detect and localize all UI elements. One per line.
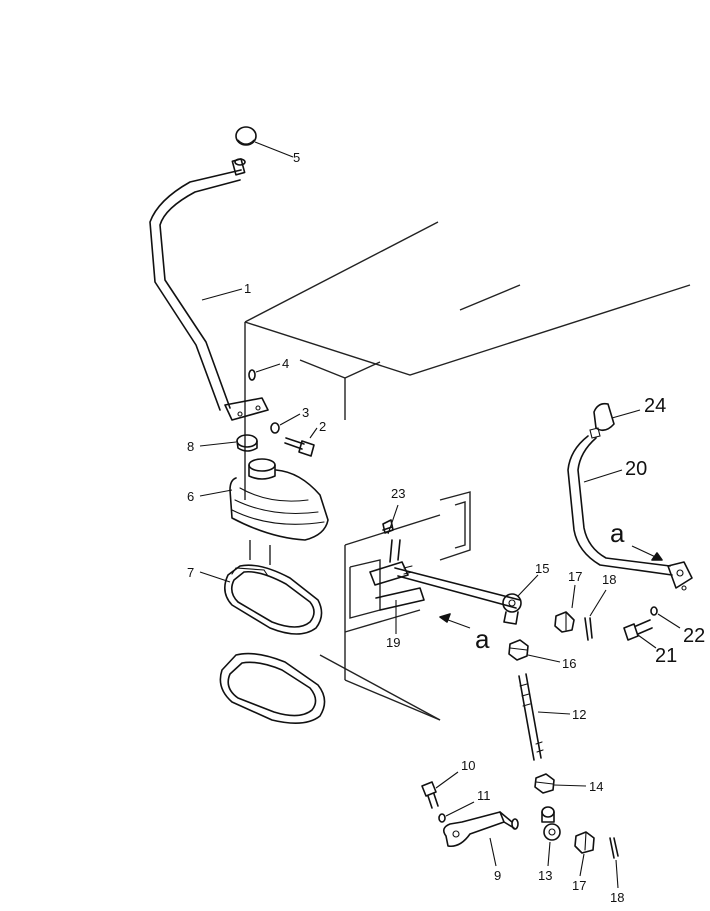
part-9-arm — [442, 811, 519, 848]
part-18-pin-upper — [584, 617, 593, 641]
part-8-clamp — [236, 434, 258, 452]
view-arrow-a-right — [631, 545, 663, 561]
part-2-bolt — [284, 437, 315, 457]
callout-17-upper: 17 — [568, 569, 582, 584]
part-22-washer — [650, 606, 658, 616]
part-12-rod — [518, 673, 544, 761]
part-3-washer — [270, 422, 280, 434]
callout-7: 7 — [187, 565, 194, 580]
part-4-washer — [248, 369, 256, 381]
part-17-nut-lower — [574, 831, 595, 854]
callout-24: 24 — [644, 395, 666, 417]
view-arrow-a-left — [439, 613, 471, 629]
part-6-boot — [229, 458, 329, 541]
part-5-knob — [235, 126, 257, 146]
part-15-joint — [502, 593, 522, 625]
callout-5: 5 — [293, 150, 300, 165]
part-18-pin-lower — [609, 837, 619, 859]
callout-4: 4 — [282, 356, 289, 371]
part-11-washer — [438, 813, 446, 823]
callout-15: 15 — [535, 561, 549, 576]
part-1-lever — [149, 158, 269, 421]
leader-lines — [199, 141, 681, 889]
callout-14: 14 — [589, 779, 603, 794]
callout-19: 19 — [386, 635, 400, 650]
callout-18-upper: 18 — [602, 572, 616, 587]
part-21-bolt — [623, 619, 653, 641]
part-17-nut-upper — [554, 611, 575, 633]
view-marker-a-right: a — [610, 518, 625, 548]
callout-17-lower: 17 — [572, 878, 586, 893]
view-marker-a-left: a — [475, 624, 490, 654]
part-23-pin — [382, 519, 394, 534]
part-24-knob — [589, 402, 615, 439]
callouts: 5 1 4 3 2 8 6 7 23 19 15 17 18 16 12 14 … — [187, 150, 705, 905]
callout-12: 12 — [572, 707, 586, 722]
callout-11: 11 — [477, 788, 491, 803]
part-7-plate — [224, 564, 323, 635]
part-20-lever — [567, 435, 693, 591]
callout-10: 10 — [461, 758, 475, 773]
callout-8: 8 — [187, 439, 194, 454]
callout-13: 13 — [538, 868, 552, 883]
callout-23: 23 — [391, 486, 405, 501]
lower-boot-ring — [219, 652, 326, 724]
callout-16: 16 — [562, 656, 576, 671]
callout-18-lower: 18 — [610, 890, 624, 905]
callout-2: 2 — [319, 419, 326, 434]
part-16-nut — [508, 639, 529, 661]
callout-6: 6 — [187, 489, 194, 504]
part-14-nut — [534, 773, 555, 794]
callout-22: 22 — [683, 625, 705, 647]
callout-9: 9 — [494, 868, 501, 883]
part-13-joint — [541, 806, 561, 841]
callout-20: 20 — [625, 458, 647, 480]
callout-21: 21 — [655, 645, 677, 667]
part-19-shaft — [369, 539, 521, 611]
part-10-bolt — [421, 781, 439, 809]
callout-1: 1 — [244, 281, 251, 296]
machine-body — [244, 221, 691, 721]
callout-3: 3 — [302, 405, 309, 420]
